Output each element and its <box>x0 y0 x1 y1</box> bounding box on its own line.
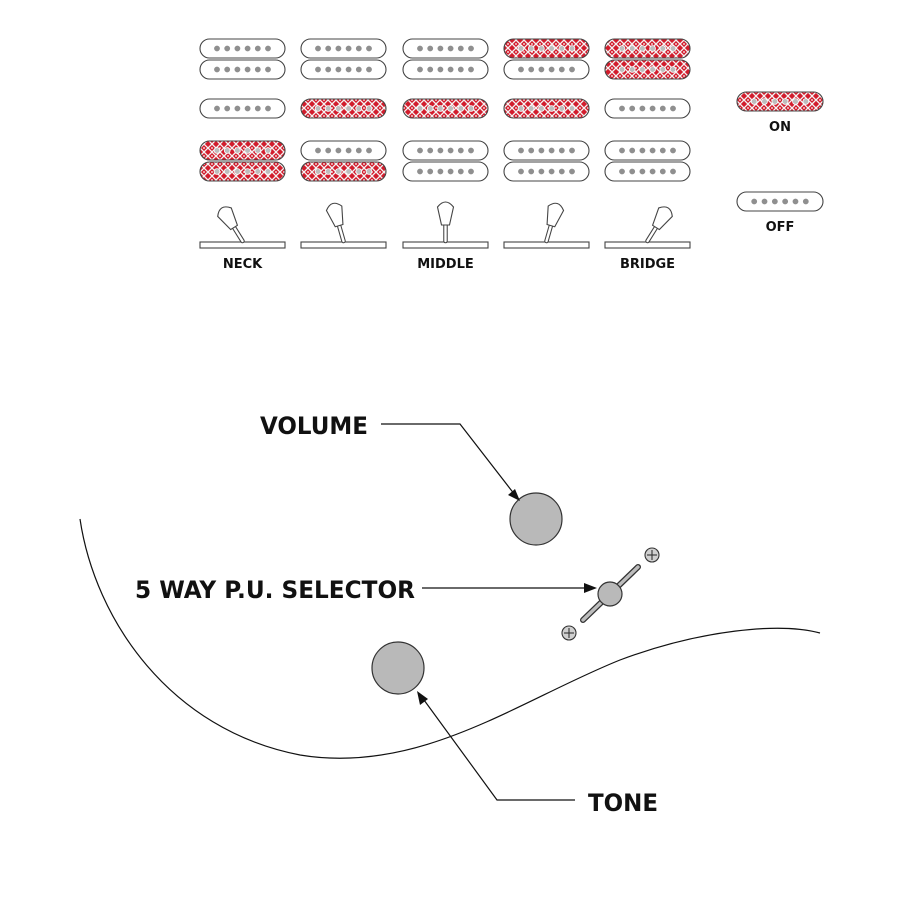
switch-position-2 <box>300 38 387 249</box>
neck-coil-a <box>300 140 387 161</box>
position-label: MIDDLE <box>417 257 474 272</box>
selector-switch <box>561 547 660 641</box>
middle-pickup <box>300 98 387 119</box>
position-label: NECK <box>223 257 263 272</box>
bridge-coil-a <box>604 38 691 59</box>
bridge-coil-a <box>402 38 489 59</box>
bridge-coil-a <box>503 38 590 59</box>
switch-position-5: BRIDGE <box>604 38 691 272</box>
bridge-coil-b <box>199 59 286 80</box>
arrowhead-icon <box>508 489 520 501</box>
lever-switch-icon <box>503 202 590 249</box>
neck-coil-a <box>503 140 590 161</box>
legend-on-swatch <box>736 91 824 112</box>
bridge-coil-b <box>300 59 387 80</box>
neck-coil-b <box>199 161 286 182</box>
selector-callout <box>422 583 597 593</box>
pickup-switch-chart: NECK MIDDLE BRIDGE <box>199 38 691 272</box>
switch-position-1: NECK <box>199 38 286 272</box>
tone-callout <box>417 691 575 801</box>
screw-icon <box>644 547 660 563</box>
selector-knob <box>597 581 623 607</box>
volume-callout <box>381 423 520 501</box>
lever-switch-icon <box>604 206 691 249</box>
bridge-coil-b <box>503 59 590 80</box>
bridge-coil-b <box>604 59 691 80</box>
position-label: BRIDGE <box>620 257 675 272</box>
arrowhead-icon <box>417 691 428 705</box>
legend-on: ON <box>736 91 824 135</box>
neck-coil-b <box>402 161 489 182</box>
neck-coil-b <box>300 161 387 182</box>
selector-label: 5 WAY P.U. SELECTOR <box>135 576 415 604</box>
legend-off-label: OFF <box>766 220 795 235</box>
neck-coil-a <box>199 140 286 161</box>
screw-icon <box>561 625 577 641</box>
lever-switch-icon <box>402 201 489 249</box>
arrowhead-icon <box>584 583 597 593</box>
tone-label: TONE <box>588 789 658 817</box>
guitar-body-outline <box>79 518 821 759</box>
volume-knob <box>509 492 563 546</box>
neck-coil-b <box>503 161 590 182</box>
middle-pickup <box>503 98 590 119</box>
lever-switch-icon <box>300 202 387 249</box>
legend-off-swatch <box>736 191 824 212</box>
switch-position-3: MIDDLE <box>402 38 489 272</box>
middle-pickup <box>402 98 489 119</box>
neck-coil-a <box>402 140 489 161</box>
volume-label: VOLUME <box>260 412 368 440</box>
neck-coil-a <box>604 140 691 161</box>
middle-pickup <box>199 98 286 119</box>
middle-pickup <box>604 98 691 119</box>
tone-knob <box>371 641 425 695</box>
legend: ON OFF <box>736 91 824 235</box>
legend-off: OFF <box>736 191 824 235</box>
lever-switch-icon <box>199 206 286 249</box>
bridge-coil-a <box>199 38 286 59</box>
bridge-coil-a <box>300 38 387 59</box>
switch-position-4 <box>503 38 590 249</box>
neck-coil-b <box>604 161 691 182</box>
bridge-coil-b <box>402 59 489 80</box>
legend-on-label: ON <box>769 120 791 135</box>
